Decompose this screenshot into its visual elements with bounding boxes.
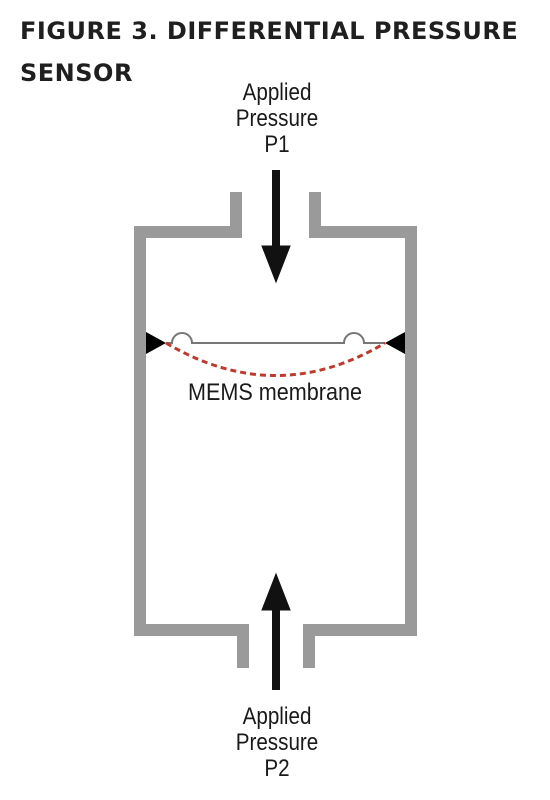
applied-pressure-p1-label: Applied Pressure P1 bbox=[191, 80, 363, 158]
p1-arrow bbox=[261, 170, 291, 284]
membrane-deflection-curve bbox=[165, 341, 386, 377]
p1-label-line-2: Pressure bbox=[235, 105, 319, 132]
applied-pressure-p2-label: Applied Pressure P2 bbox=[191, 704, 363, 782]
p2-label-line-1: Applied bbox=[242, 703, 312, 730]
p1-label-line-3: P1 bbox=[264, 131, 290, 158]
housing-right-wall bbox=[303, 192, 417, 668]
left-membrane-clamp bbox=[146, 332, 166, 354]
right-membrane-clamp bbox=[385, 332, 405, 354]
figure-title: FIGURE 3. DIFFERENTIAL PRESSURE SENSOR bbox=[20, 17, 519, 87]
p2-label-line-3: P2 bbox=[264, 755, 290, 782]
p2-label-line-2: Pressure bbox=[235, 729, 319, 756]
sensor-housing bbox=[134, 192, 417, 668]
p1-label-line-1: Applied bbox=[242, 79, 312, 106]
housing-left-wall bbox=[134, 192, 249, 668]
p2-arrow bbox=[261, 572, 291, 690]
mems-membrane bbox=[166, 332, 385, 344]
mems-membrane-label: MEMS membrane bbox=[187, 379, 363, 406]
